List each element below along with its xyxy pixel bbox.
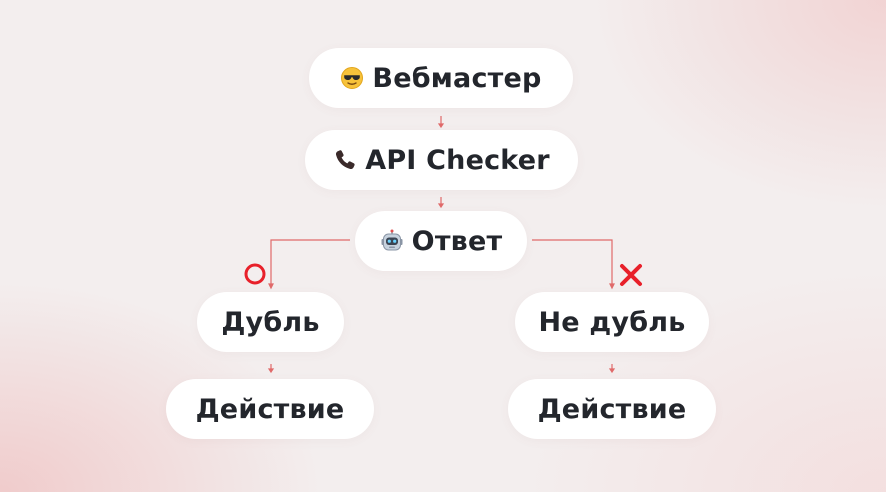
node-webmaster: Вебмастер (309, 48, 573, 108)
node-label: Вебмастер (372, 62, 542, 94)
node-label: API Checker (365, 144, 550, 176)
cross-mark-icon (620, 264, 642, 286)
circle-mark-icon (244, 263, 266, 285)
node-response: Ответ (355, 211, 527, 271)
node-label: Ответ (411, 225, 503, 257)
node-action-right: Действие (508, 379, 716, 439)
node-label: Действие (195, 393, 345, 425)
node-label: Не дубль (538, 306, 686, 338)
node-label: Дубль (221, 306, 320, 338)
node-action-left: Действие (166, 379, 374, 439)
node-not-duplicate: Не дубль (515, 292, 709, 352)
node-duplicate: Дубль (197, 292, 344, 352)
telephone-receiver-icon (333, 148, 357, 172)
node-api-checker: API Checker (305, 130, 578, 190)
node-label: Действие (537, 393, 687, 425)
robot-icon (380, 229, 404, 253)
sunglasses-smiley-icon (340, 66, 364, 90)
